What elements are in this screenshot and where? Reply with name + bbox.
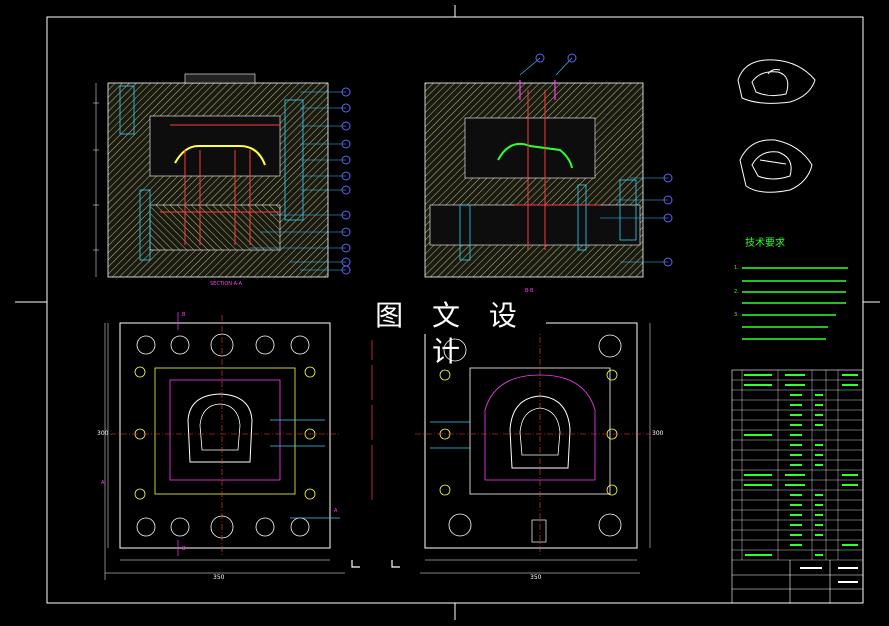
view-marker-a-right: A — [334, 508, 338, 514]
section-b-b-label: B-B — [525, 288, 534, 294]
fixed-half-plan-view — [104, 312, 345, 580]
dimension-width-left: 350 — [213, 574, 225, 581]
tech-note-3: 3. — [734, 312, 739, 318]
bom-text-marks — [744, 374, 858, 556]
dimension-height-right: 300 — [652, 430, 664, 437]
view-marker-b-bottom: B — [182, 546, 186, 552]
view-marker-b-top: B — [182, 312, 186, 318]
tech-requirements-title: 技术要求 — [745, 238, 785, 249]
drawing-frame — [15, 5, 880, 620]
view-direction-marks — [351, 560, 400, 568]
view-marker-a-left: A — [101, 480, 105, 486]
title-block-marks — [800, 567, 858, 583]
tech-notes-marks — [742, 267, 848, 340]
section-a-a-label: SECTION A-A — [210, 281, 243, 287]
watermark-text: 图 文 设 计 — [356, 298, 546, 368]
product-sketch-top — [737, 59, 816, 104]
dimension-width-right: 350 — [530, 574, 542, 581]
section-b-b-view — [424, 53, 673, 278]
section-a-a-view — [93, 73, 351, 278]
tech-note-1: 1. — [734, 265, 739, 271]
dimension-height-left: 300 — [97, 430, 109, 437]
bom-table — [731, 369, 864, 604]
tech-note-2: 2. — [734, 289, 739, 295]
moving-half-plan-view — [415, 315, 651, 574]
product-sketch-bottom — [739, 139, 813, 193]
